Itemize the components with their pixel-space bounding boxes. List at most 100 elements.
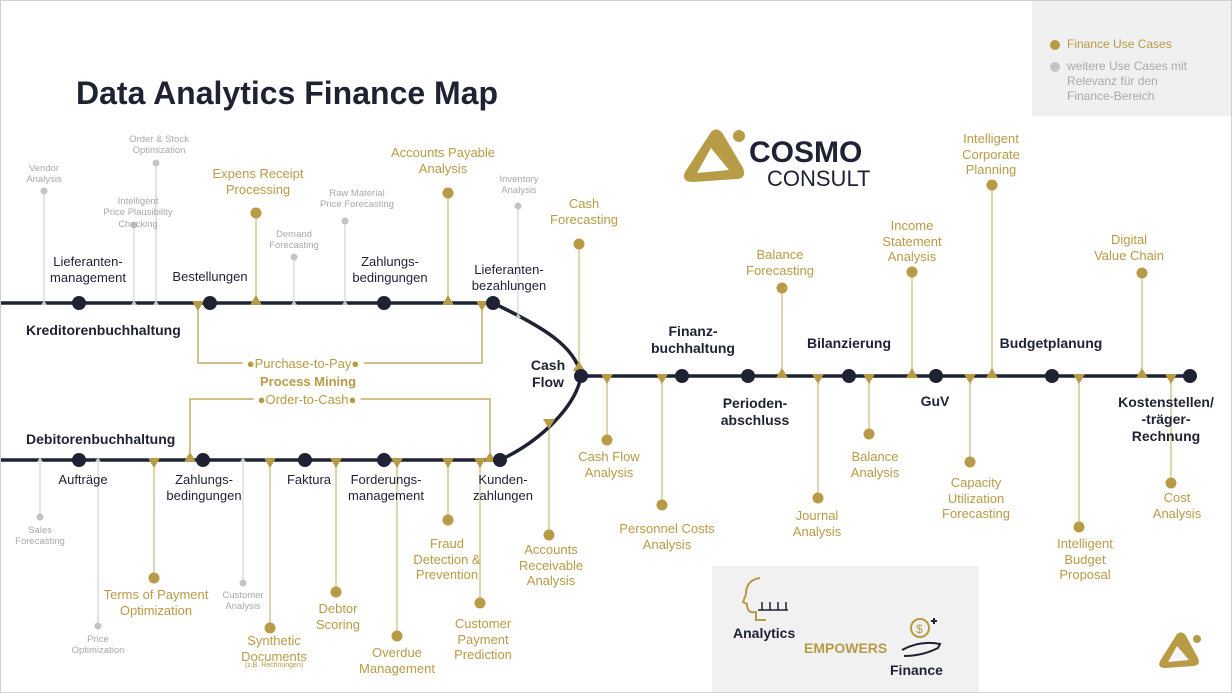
station-dot [1183,369,1197,383]
pin-marker-cpp [474,458,486,468]
pin-dot-cost [1165,477,1177,489]
use-case-balfc: Balance Forecasting [746,247,814,278]
gray-dot-icon [1050,62,1060,72]
pin-marker-order [153,300,159,305]
use-case-cap: Capacity Utilization Forecasting [942,475,1010,522]
use-case-overdue: Overdue Management [359,645,435,676]
legend-other: weitere Use Cases mit Relevanz für den F… [1050,59,1187,104]
use-case-ap: Accounts Payable Analysis [390,145,496,176]
station-zahlungsbedingungen_k: Zahlungs- bedingungen [352,254,428,285]
pin-marker-fraud [442,458,454,468]
pin-dot-balan [863,428,875,440]
station-kostenstellen: Kostenstellen/ -träger-Rechnung [1118,394,1214,444]
use-case-budget: Intelligent Budget Proposal [1057,536,1113,583]
use-case-cfa: Cash Flow Analysis [578,449,640,480]
station-kundenzahlungen: Kunden- zahlungen [473,472,533,503]
pin-dot-journal [812,492,824,504]
pin-dot-balfc [776,282,788,294]
station-dot [842,369,856,383]
pin-dot-sales [36,513,44,521]
pin-dot-cust [239,579,247,587]
use-case-expens: Expens Receipt Processing [212,166,304,197]
pin-marker-sales [37,457,43,462]
use-case-order: Order & Stock Optimization [129,134,189,157]
use-case-dvc: Digital Value Chain [1094,232,1164,263]
use-case-cost: Cost Analysis [1152,490,1202,521]
station-cashflow: Cash Flow [530,357,566,390]
station-dot [203,296,217,310]
pin-marker-overdue [391,458,403,468]
station-faktura: Faktura [286,472,332,487]
use-case-vendor: Vendor Analysis [26,163,62,186]
station-periodenabschluss: Perioden- abschluss [720,395,790,428]
pin-marker-cost [1165,374,1177,384]
pin-dot-cfa [601,434,613,446]
station-forderungsmanagement: Forderungs- management [348,472,424,503]
purchase-to-pay-label: ●Purchase-to-Pay● [242,356,364,372]
station-dot [72,296,86,310]
pin-dot-terms [148,572,160,584]
pin-dot-inventory [514,202,522,210]
pin-marker-synth [264,458,276,468]
use-case-cashfc: Cash Forecasting [550,196,618,227]
use-case-journal: Journal Analysis [792,508,842,539]
use-case-cpp: Customer Payment Prediction [454,616,512,663]
use-case-demand: Demand Forecasting [269,229,319,252]
station-dot [298,453,312,467]
gold-dot-icon [1050,40,1060,50]
station-lieferantenmanagement: Lieferanten- management [50,254,126,285]
use-case-debtor: Debtor Scoring [315,601,361,632]
station-dot [574,369,588,383]
pin-marker-raw [342,300,348,305]
pin-marker-cashfc [573,361,585,371]
pin-marker-income [906,368,918,378]
station-finanzbuchhaltung: Finanz- buchhaltung [651,323,735,356]
station-dot [929,369,943,383]
pin-dot-ipp [130,221,138,229]
pin-marker-pcost [656,374,668,384]
station-dot [741,369,755,383]
p2p-marker [192,301,204,311]
finance-hand-coin-icon: $ [901,618,942,657]
pin-dot-raw [341,217,349,225]
use-case-ar: Accounts Receivable Analysis [518,542,584,589]
pin-dot-dvc [1136,267,1148,279]
pin-marker-terms [148,458,160,468]
pin-dot-fraud [442,514,454,526]
pin-dot-cpp [474,597,486,609]
pin-dot-price [94,622,102,630]
p2p-marker [476,301,488,311]
pin-marker-demand [291,300,297,305]
pin-marker-inventory [515,313,521,318]
order-to-cash-label: ●Order-to-Cash● [253,392,361,408]
pin-marker-balan [863,374,875,384]
pin-marker-journal [812,374,824,384]
pin-marker-balfc [776,368,788,378]
pin-dot-cashfc [573,238,585,250]
logo-mark-icon [684,129,745,182]
pin-dot-demand [290,253,298,261]
station-bilanzierung: Bilanzierung [806,335,892,351]
pin-dot-budget [1073,521,1085,533]
pin-marker-icp [986,368,998,378]
pin-dot-debtor [330,586,342,598]
pin-dot-ap [442,187,454,199]
pin-marker-ipp [131,300,137,305]
section-debitorenbuchhaltung: Debitorenbuchhaltung [26,431,176,447]
station-dot [72,453,86,467]
pin-dot-vendor [40,187,48,195]
logo-text-cosmo: COSMO [749,136,863,169]
station-zahlungsbedingungen_d: Zahlungs- bedingungen [166,472,242,503]
use-case-income: Income Statement Analysis [882,218,942,265]
legend: Finance Use Cases weitere Use Cases mit … [1032,1,1231,116]
station-dot [1045,369,1059,383]
station-lieferantenbezahlungen: Lieferanten- bezahlungen [471,262,547,293]
use-case-cust: Customer Analysis [222,590,264,613]
analytics-head-icon [742,577,788,621]
empowers-label: EMPOWERS [804,640,888,656]
cosmo-consult-logo: COSMO CONSULT [681,126,871,191]
pin-dot-cap [964,456,976,468]
page-title: Data Analytics Finance Map [76,75,499,111]
o2c-marker [484,452,496,462]
